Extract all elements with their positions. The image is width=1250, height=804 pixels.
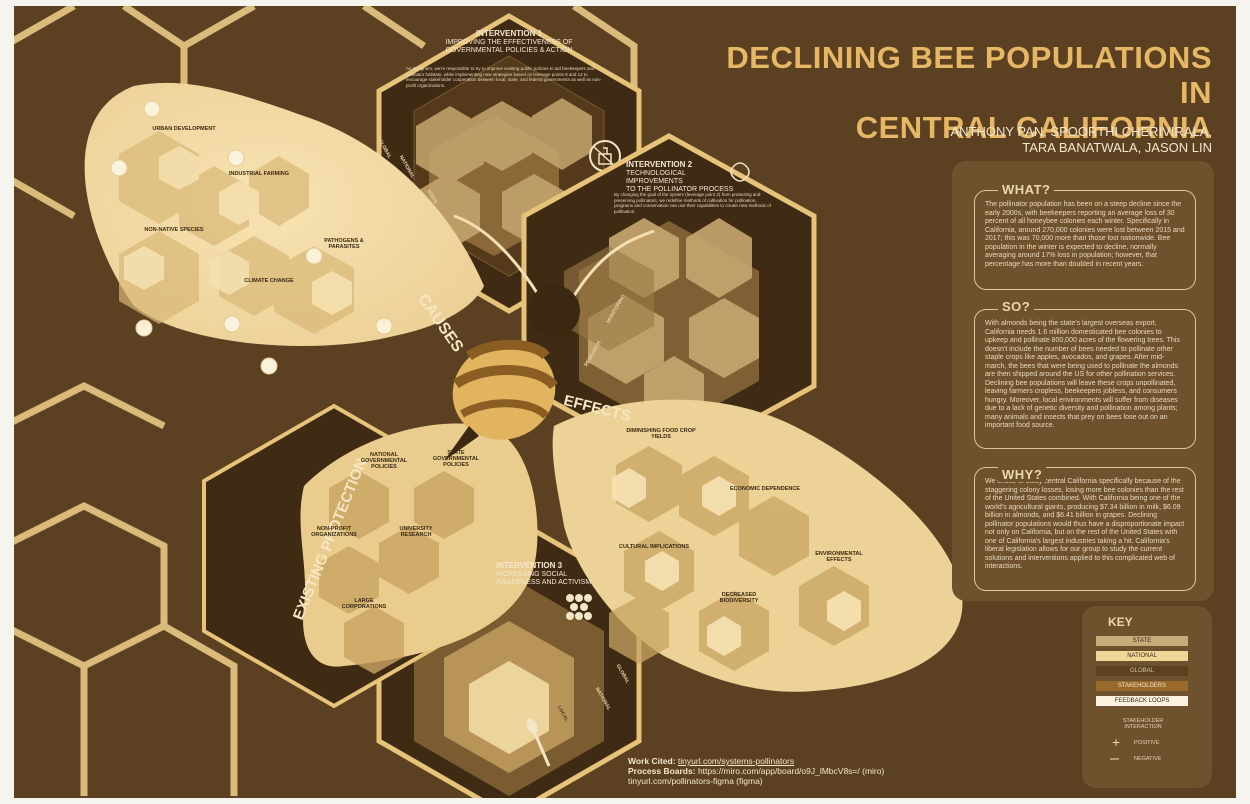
what-heading: WHAT?	[998, 182, 1055, 197]
effect-diminishing-food: DIMINISHING FOOD CROP YIELDS	[626, 428, 696, 440]
poster-artwork	[14, 6, 963, 798]
so-heading: SO?	[998, 299, 1035, 314]
honey-dipper-icon	[532, 730, 551, 767]
poster: DECLINING BEE POPULATIONS IN CENTRAL CAL…	[14, 6, 1236, 798]
bee-head	[528, 285, 580, 337]
intervention-2-number: INTERVENTION 2	[626, 160, 693, 169]
intervention-3-line1: INCREASING SOCIAL	[496, 571, 568, 578]
drone-icon	[730, 162, 750, 182]
so-body: With almonds being the state's largest o…	[985, 320, 1180, 429]
authors-line-2: TARA BANATWALA, JASON LIN	[1022, 140, 1212, 155]
what-body: The pollinator population has been on a …	[985, 201, 1185, 268]
authors-line-1: ANTHONY PAN, SPOORTHI CHERIVIRALA,	[950, 124, 1213, 139]
process-boards-link[interactable]: https://miro.com/app/board/o9J_lMbcV8s=/…	[697, 766, 885, 776]
intervention-1-number: INTERVENTION 1	[475, 29, 543, 38]
bee-thorax	[452, 342, 556, 440]
cause-urban-development: URBAN DEVELOPMENT	[152, 126, 216, 132]
info-panel	[952, 161, 1214, 601]
why-body: We chose to study central California spe…	[985, 478, 1185, 570]
protection-university-research: UNIVERSITY RESEARCH	[399, 526, 433, 538]
intervention-2-intro: By changing the goal of the system (leve…	[614, 192, 771, 214]
intervention-2-heading: INTERVENTION 2 TECHNOLOGICAL IMPROVEMENT…	[626, 161, 736, 194]
cause-pathogens-parasites: PATHOGENS & PARASITES	[324, 238, 364, 250]
title-line-1: DECLINING BEE POPULATIONS IN	[726, 40, 1212, 110]
bee-stinger	[444, 426, 479, 461]
intervention-1-line2: GOVERNMENTAL POLICIES & ACTION	[445, 47, 573, 54]
effect-economic-dependence: ECONOMIC DEPENDENCE	[730, 486, 800, 492]
protection-large-corporations: LARGE CORPORATIONS	[341, 598, 387, 610]
cause-non-native-species: NON-NATIVE SPECIES	[144, 227, 204, 233]
key-positive-label: POSITIVE	[1134, 740, 1160, 746]
bee-antenna-right	[572, 229, 655, 297]
protection-state-policies: STATE GOVERNMENTAL POLICIES	[432, 450, 480, 468]
key-item-global: GLOBAL	[1096, 666, 1188, 676]
key-negative-label: NEGATIVE	[1134, 756, 1162, 762]
so-card: With almonds being the state's largest o…	[974, 309, 1196, 449]
key-item-national: NATIONAL	[1096, 651, 1188, 661]
why-card: We chose to study central California spe…	[974, 467, 1196, 591]
what-card: The pollinator population has been on a …	[974, 190, 1196, 290]
effect-cultural-implications: CULTURAL IMPLICATIONS	[619, 544, 689, 550]
protection-non-profits: NON-PROFIT ORGANIZATIONS	[311, 526, 357, 538]
intervention-3-line2: AWARENESS AND ACTIVISM	[496, 579, 592, 586]
key-item-state: STATE	[1096, 636, 1188, 646]
intervention-3-heading: INTERVENTION 3 INCREASING SOCIAL AWARENE…	[496, 562, 596, 587]
cause-climate-change: CLIMATE CHANGE	[244, 278, 294, 284]
intervention-3-number: INTERVENTION 3	[496, 561, 563, 570]
bee-antenna-left	[453, 214, 541, 297]
intervention-1-heading: INTERVENTION 1 IMPROVING THE EFFECTIVENE…	[434, 30, 584, 55]
intervention-2-line1: TECHNOLOGICAL IMPROVEMENTS	[626, 170, 686, 185]
intervention-1-intro: As designers, we're responsible to try t…	[406, 66, 602, 88]
effect-environmental-effects: ENVIRONMENTAL EFFECTS	[815, 551, 863, 563]
key-item-feedback-loops: FEEDBACK LOOPS	[1096, 696, 1188, 706]
protection-national-policies: NATIONAL GOVERNMENTAL POLICIES	[360, 452, 408, 470]
why-heading: WHY?	[998, 467, 1047, 482]
effect-decreased-biodiversity: DECREASED BIODIVERSITY	[719, 592, 759, 604]
minus-icon: –	[1110, 750, 1119, 767]
authors: ANTHONY PAN, SPOORTHI CHERIVIRALA, TARA …	[894, 124, 1213, 156]
plus-icon: +	[1112, 734, 1121, 750]
poster-title: DECLINING BEE POPULATIONS IN CENTRAL CAL…	[704, 40, 1212, 145]
cause-industrial-farming: INDUSTRIAL FARMING	[228, 171, 290, 177]
intervention-2-line2: TO THE POLLINATOR PROCESS	[626, 186, 734, 193]
key-heading: KEY	[1108, 615, 1133, 629]
process-boards-label: Process Boards:	[628, 766, 696, 776]
group-icon	[566, 594, 592, 620]
work-cited-label: Work Cited:	[628, 756, 676, 766]
intervention-1-line1: IMPROVING THE EFFECTIVENESS OF	[445, 39, 573, 46]
work-cited-link[interactable]: tinyurl.com/systems-pollinators	[677, 756, 795, 766]
figma-link[interactable]: tinyurl.com/pollinators-figma (figma)	[628, 776, 763, 786]
key-item-stakeholders: STAKEHOLDERS	[1096, 681, 1188, 691]
footer: Work Cited: tinyurl.com/systems-pollinat…	[628, 756, 884, 786]
key-interaction-label: STAKEHOLDER INTERACTION	[1122, 718, 1164, 730]
title-line-2: CENTRAL CALIFORNIA	[855, 110, 1212, 145]
